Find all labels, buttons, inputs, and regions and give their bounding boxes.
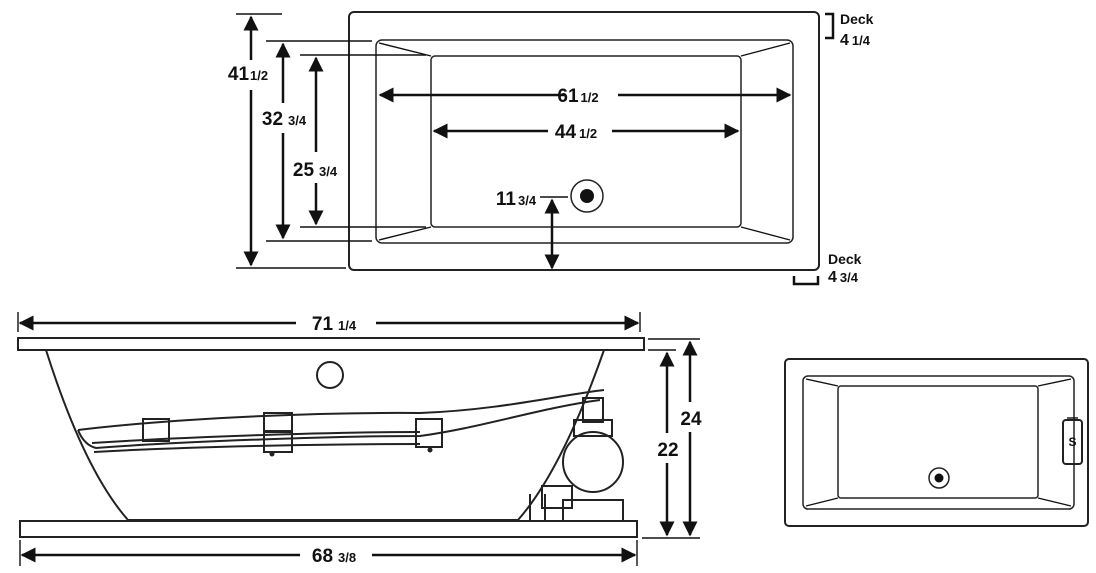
top-view-basin-floor [430, 55, 742, 228]
small-top-view: S [784, 358, 1089, 527]
overall-depth-label: 411/2 [228, 64, 268, 85]
small-drain [928, 467, 950, 489]
top-view-slope-line [378, 42, 432, 57]
tub-shell [45, 349, 605, 521]
tub-base [19, 520, 638, 538]
small-basin-floor [837, 385, 1039, 499]
plumbing-pipes [77, 389, 605, 457]
control-button-label: S [1068, 435, 1076, 449]
top-view-rim-outline [375, 39, 794, 244]
deck-top-bracket [825, 12, 835, 40]
top-view-deck-outline [348, 11, 820, 271]
top-view-drain [570, 179, 604, 213]
control-button: S [1062, 417, 1083, 465]
height-outer-label: 24 [680, 409, 702, 430]
tub-rim [17, 337, 645, 351]
deck-bottom-bracket [792, 276, 820, 286]
top-view-slope-line [378, 226, 432, 241]
height-inner-label: 22 [657, 440, 678, 461]
small-rim-outline [802, 375, 1075, 510]
deck-top-label: Deck [840, 11, 874, 27]
small-deck-outline [784, 358, 1089, 527]
overflow-drain [316, 361, 344, 389]
top-view-slope-line [740, 226, 791, 241]
top-view-slope-line [740, 42, 791, 57]
pump-motor [529, 397, 624, 522]
deck-bottom-label: Deck [828, 251, 862, 267]
